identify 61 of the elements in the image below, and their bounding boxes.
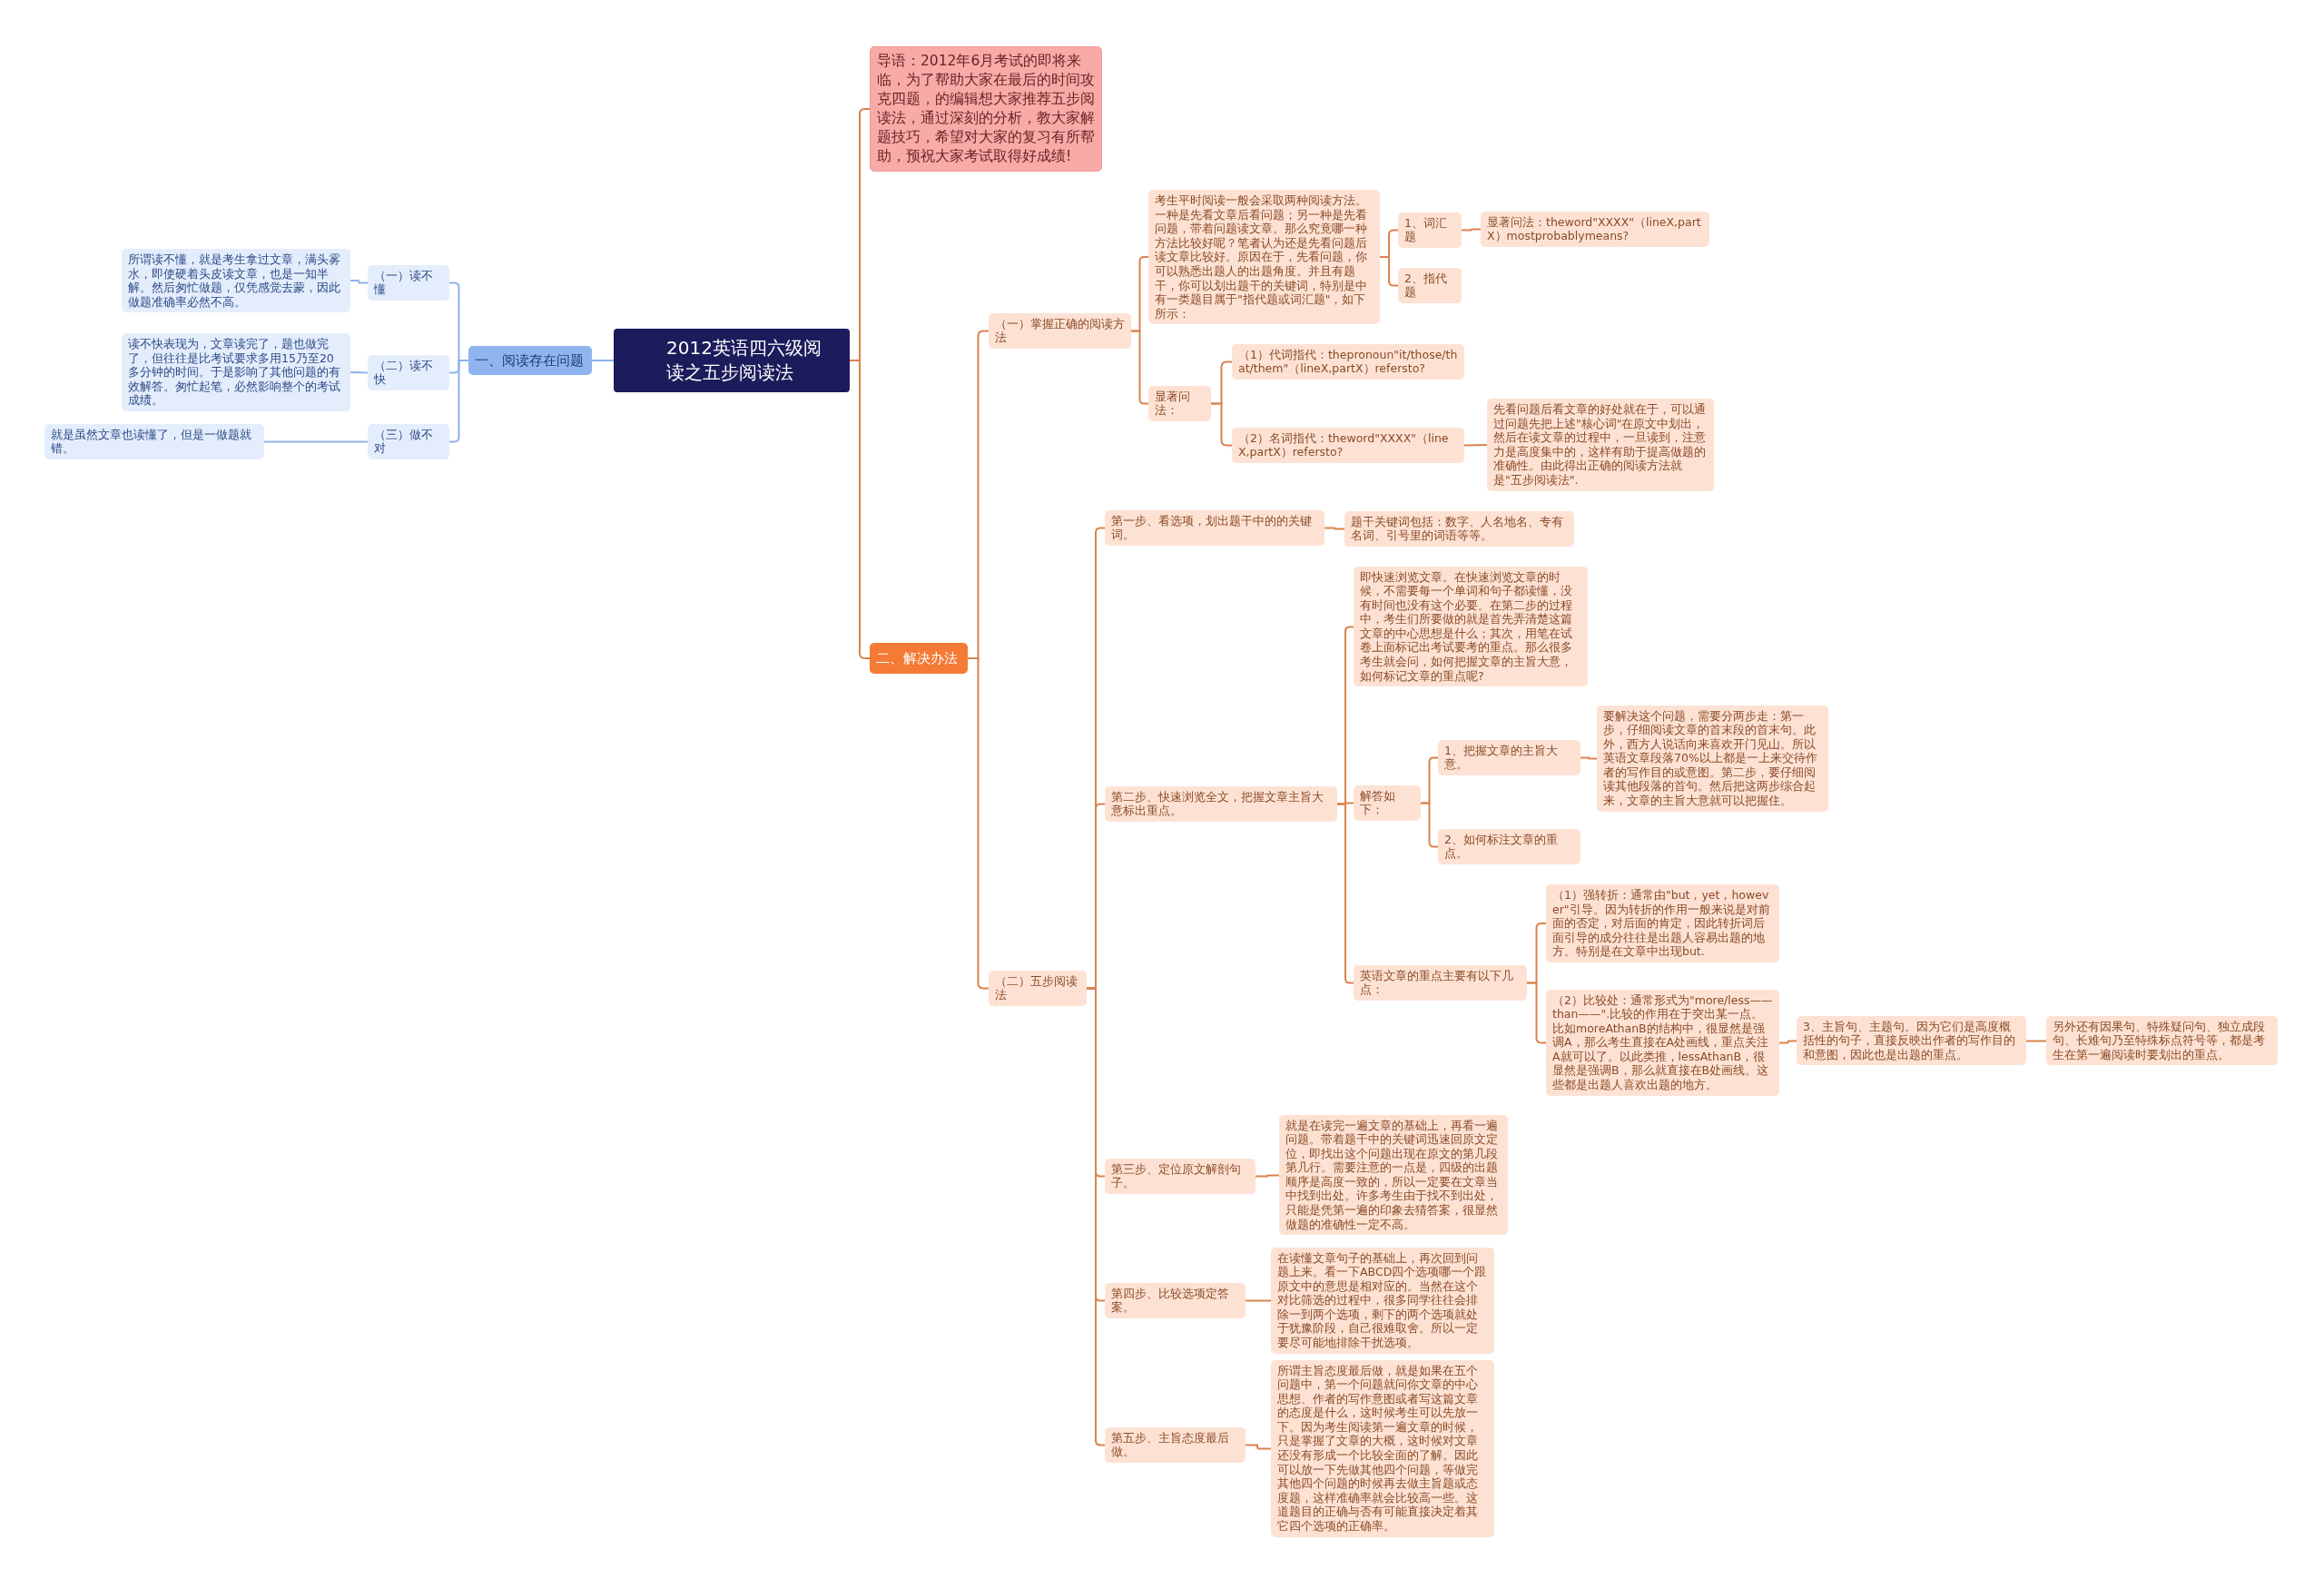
connector-line [1245, 1299, 1272, 1302]
note-box: （1）强转折：通常由"but，yet，however"引导。因为转折的作用一般来说是对前面的否定，对后面的肯定，因此转折词后面引导的成分往往是出题人容易出题的地方。特别是在文章中出现but. [1546, 884, 1779, 962]
note-box: 读不快表现为，文章读完了，题也做完了，但往往是比考试要求多用15乃至20多分钟的时间。于是影响了其他问题的有效解答。匆忙起笔，必然影响整个的考试成绩。 [122, 333, 350, 411]
note-box: 就是虽然文章也读懂了，但是一做题就错。 [44, 423, 264, 459]
topic-box: 1、把握文章的主旨大意。 [1438, 739, 1581, 775]
topic-box: （一）掌握正确的阅读方法 [989, 312, 1131, 349]
topic-box: 第二步、快速浏览全文，把握文章主旨大意标出重点。 [1105, 785, 1337, 822]
connector-line [2025, 1040, 2047, 1042]
main-topic: 一、阅读存在问题 [468, 346, 592, 375]
topic-box: 1、词汇题 [1398, 212, 1462, 248]
connector-line [1778, 1040, 1797, 1044]
note-box: （2）比较处：通常形式为"more/less——than——".比较的作用在于突出某一点。比如moreAthanB的结构中，很显然是强调A，那么考生直接在A处画线，重点关注A就可以了。以此类推，lessAthanB，很显然是强调B，那么就直接在B处画线。这些都是出题人喜欢出题的地方。 [1546, 989, 1779, 1096]
note-box: 题干关键词包括：数字、人名地名、专有名词、引号里的词语等等。 [1344, 510, 1574, 547]
note-box: 就是在读完一遍文章的基础上，再看一遍问题。带着题干中的关键词迅速回原文定位，即找出这个问题出现在原文的第几段第几行。需要注意的一点是，四级的出题顺序是高度一致的，所以一定要在文章当中找到出处。许多考生由于找不到出处，只能是凭第一遍的印象去猜答案，很显然做题的准确性一定不高。 [1279, 1114, 1508, 1236]
note-box: 显著问法：theword"XXXX"（lineX,partX）mostprobablymeans? [1481, 211, 1709, 247]
note-box: 先看问题后看文章的好处就在于，可以通过问题先把上述"核心词"在原文中划出，然后在读文章的过程中，一旦读到，注意力是高度集中的，这样有助于提高做题的准确性。由此得出正确的阅读方法就是"五步阅读法". [1487, 399, 1714, 491]
topic-box: 2、指代题 [1398, 267, 1462, 303]
connector-line [1255, 1174, 1280, 1178]
topic-box: （二）五步阅读法 [989, 970, 1087, 1006]
topic-box: （一）读不懂 [368, 264, 449, 301]
note-box: 所谓读不懂，就是考生拿过文章，满头雾水，即使硬着头皮读文章，也是一知半解。然后匆忙做题，仅凭感觉去蒙，因此做题准确率必然不高。 [122, 249, 350, 313]
connector-line [1580, 756, 1598, 760]
connector-line [1210, 402, 1233, 447]
connector-line [263, 440, 369, 443]
intro-note: 导语：2012年6月考试的即将来临，为了帮助大家在最后的时间攻克四题，的编辑想大家推荐五步阅读法，通过深刻的分析，教大家解题技巧，希望对大家的复习有所帮助，预祝大家考试取得好成绩! [870, 46, 1102, 172]
topic-box: 显著问法： [1148, 385, 1211, 421]
main-topic: 二、解决办法 [870, 643, 968, 674]
topic-box: （三）做不对 [368, 423, 449, 459]
connector-line [350, 280, 369, 284]
topic-box: 第三步、定位原文解剖句子。 [1105, 1158, 1256, 1194]
connector-line [1245, 1444, 1272, 1450]
topic-box: 第五步、主旨态度最后做。 [1105, 1426, 1246, 1463]
note-box: 即快速浏览文章。在快速浏览文章的时候，不需要每一个单词和句子都读懂，没有时间也没有这个必要。在第二步的过程中，考生们所要做的就是首先弄清楚这篇文章的中心思想是什么；其次，用笔在试卷上面标记出考试要考的重点。那么很多考生就会问，如何把握文章的主旨大意，如何标记文章的重点呢? [1354, 566, 1588, 687]
connector-line [849, 360, 871, 659]
central-topic: 2012英语四六级阅读之五步阅读法 [614, 329, 850, 392]
connector-line [1086, 987, 1106, 1446]
connector-line [350, 371, 369, 374]
topic-box: （二）读不快 [368, 354, 449, 390]
topic-box: 2、如何标注文章的重点。 [1438, 828, 1581, 864]
connector-line [1130, 330, 1149, 405]
topic-box: 解答如下： [1354, 784, 1421, 821]
connector-line [1324, 527, 1345, 530]
connector-line [1336, 803, 1354, 984]
note-box: 另外还有因果句、特殊疑问句、独立成段句、长难句乃至特殊标点符号等，都是考生在第一遍阅读时要划出的重点。 [2046, 1015, 2278, 1066]
connector-line [1379, 256, 1399, 287]
topic-box: （1）代词指代：thepronoun"it/those/that/them"（lineX,partX）refersto? [1232, 343, 1464, 380]
connector-line [448, 360, 469, 443]
note-box: 考生平时阅读一般会采取两种阅读方法。一种是先看文章后看问题；另一种是先看问题，带着问题读文章。那么究竟哪一种方法比较好呢？笔者认为还是先看问题后读文章比较好。原因在于，先看问题，你可以熟悉出题人的出题角度。并且有题干，你可以划出题干的关键词，特别是中有一类题目属于"指代题或词汇题"，如下所示： [1148, 190, 1380, 325]
connector-line [1461, 228, 1482, 232]
topic-box: 英语文章的重点主要有以下几点： [1354, 964, 1527, 1001]
topic-box: 第一步、看选项，划出题干中的的关键词。 [1105, 509, 1324, 546]
note-box: 3、主旨句、主题句。因为它们是高度概括性的句子，直接反映出作者的写作目的和意图，因此也是出题的重点。 [1797, 1015, 2026, 1066]
note-box: 要解决这个问题，需要分两步走：第一步，仔细阅读文章的首末段的首末句。此外，西方人说话向来喜欢开门见山。所以英语文章段落70%以上都是一上来交待作者的写作目的或意图。第二步，要仔细阅读其他段落的首句。然后把这两步综合起来，文章的主旨大意就可以把握住。 [1597, 705, 1828, 812]
connector-line [1420, 802, 1439, 848]
topic-box: 第四步、比较选项定答案。 [1105, 1282, 1246, 1318]
connector-line [591, 360, 615, 361]
topic-box: （2）名词指代：theword"XXXX"（lineX,partX）refersto? [1232, 427, 1464, 463]
connector-line [1463, 444, 1488, 447]
connector-line [1526, 982, 1547, 1044]
note-box: 所谓主旨态度最后做，就是如果在五个问题中，第一个问题就问你文章的中心思想、作者的写作意图或者写这篇文章的态度是什么，这时候考生可以先放一下。因为考生阅读第一遍文章的时候，只是掌握了文章的大概，这时候对文章还没有形成一个比较全面的了解。因此可以放一下先做其他四个问题，等做完其他四个问题的时候再去做主旨题或态度题，这样准确率就会比较高一些。这道题目的正确与否有可能直接决定着其它四个选项的正确率。 [1271, 1359, 1494, 1537]
note-box: 在读懂文章句子的基础上，再次回到问题上来。看一下ABCD四个选项哪一个跟原文中的意思是相对应的。当然在这个对比筛选的过程中，很多同学往往会排除一到两个选项，剩下的两个选项就处于犹豫阶段，自己很难取舍。所以一定要尽可能地排除干扰选项。 [1271, 1247, 1494, 1354]
